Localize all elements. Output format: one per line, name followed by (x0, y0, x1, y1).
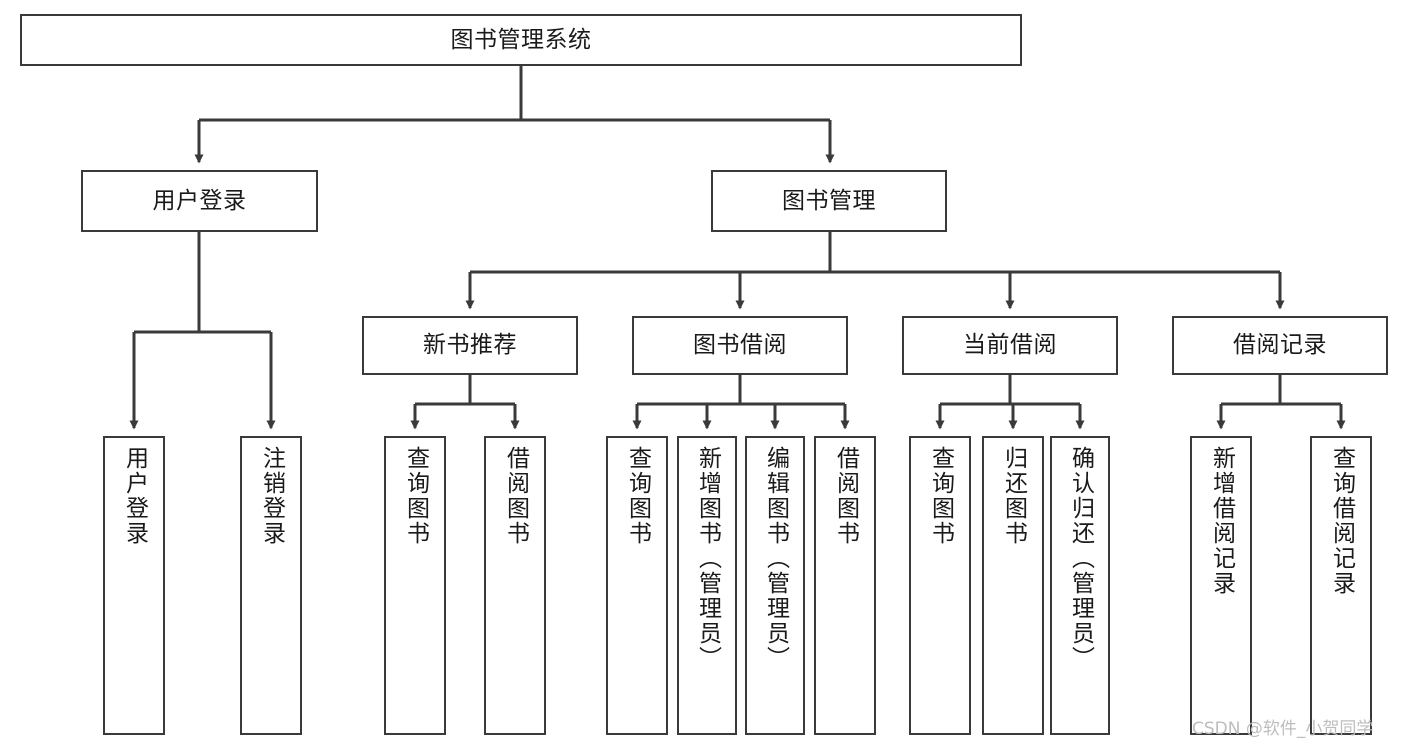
node-leaf-edit-book-label: 编辑图书（管理员） (762, 446, 789, 671)
node-book-management-label: 图书管理 (782, 187, 876, 214)
node-book-management[interactable]: 图书管理 (711, 170, 947, 232)
node-leaf-logout-label: 注销登录 (258, 446, 285, 546)
node-leaf-query-book-2-label: 查询图书 (624, 446, 651, 546)
node-leaf-query-book-2[interactable]: 查询图书 (606, 436, 668, 735)
node-leaf-return-book-label: 归还图书 (1000, 446, 1027, 546)
node-leaf-query-book-3-label: 查询图书 (927, 446, 954, 546)
node-leaf-add-record-label: 新增借阅记录 (1208, 446, 1235, 596)
node-leaf-borrow-book-1-label: 借阅图书 (502, 446, 529, 546)
node-leaf-edit-book[interactable]: 编辑图书（管理员） (745, 436, 805, 735)
node-leaf-borrow-book-2-label: 借阅图书 (832, 446, 859, 546)
node-leaf-logout[interactable]: 注销登录 (240, 436, 302, 735)
node-leaf-query-record-label: 查询借阅记录 (1328, 446, 1355, 596)
node-root[interactable]: 图书管理系统 (20, 14, 1022, 66)
node-book-borrow[interactable]: 图书借阅 (632, 316, 848, 375)
node-leaf-confirm-return[interactable]: 确认归还（管理员） (1050, 436, 1110, 735)
node-leaf-return-book[interactable]: 归还图书 (982, 436, 1044, 735)
node-root-label: 图书管理系统 (450, 26, 592, 53)
node-leaf-user-login[interactable]: 用户登录 (103, 436, 165, 735)
node-leaf-query-book-1[interactable]: 查询图书 (384, 436, 446, 735)
node-leaf-query-book-3[interactable]: 查询图书 (909, 436, 971, 735)
csdn-watermark: CSDN @软件_小贺同学 (1192, 719, 1374, 739)
node-leaf-query-record[interactable]: 查询借阅记录 (1310, 436, 1372, 735)
node-user-login-label: 用户登录 (152, 187, 247, 214)
node-new-book-recommend[interactable]: 新书推荐 (362, 316, 578, 375)
node-current-borrow[interactable]: 当前借阅 (902, 316, 1118, 375)
node-leaf-query-book-1-label: 查询图书 (402, 446, 429, 546)
node-borrow-record[interactable]: 借阅记录 (1172, 316, 1388, 375)
node-new-book-recommend-label: 新书推荐 (423, 332, 517, 359)
node-leaf-add-book-label: 新增图书（管理员） (694, 446, 721, 671)
node-leaf-user-login-label: 用户登录 (121, 446, 148, 546)
node-borrow-record-label: 借阅记录 (1233, 332, 1327, 359)
node-current-borrow-label: 当前借阅 (963, 332, 1057, 359)
node-leaf-borrow-book-2[interactable]: 借阅图书 (814, 436, 876, 735)
node-book-borrow-label: 图书借阅 (693, 332, 787, 359)
node-user-login[interactable]: 用户登录 (81, 170, 318, 232)
node-leaf-add-book[interactable]: 新增图书（管理员） (677, 436, 737, 735)
node-leaf-borrow-book-1[interactable]: 借阅图书 (484, 436, 546, 735)
node-leaf-confirm-return-label: 确认归还（管理员） (1067, 446, 1094, 671)
node-leaf-add-record[interactable]: 新增借阅记录 (1190, 436, 1252, 735)
